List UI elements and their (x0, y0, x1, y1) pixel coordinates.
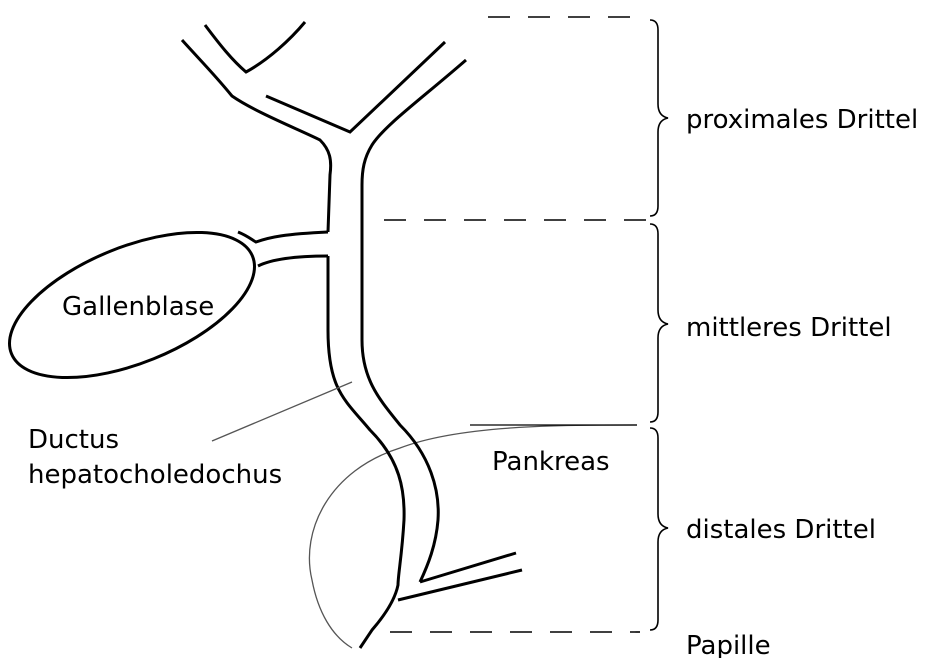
cystic-duct-upper-wall (238, 232, 328, 242)
left-hepatic-duct-outer-wall (182, 40, 331, 232)
gallbladder-label: Gallenblase (62, 292, 214, 322)
segment-distal-label: distales Drittel (686, 515, 876, 545)
right-hepatic-duct-wall (362, 60, 466, 185)
bile-duct-label-line2: hepatocholedochus (28, 460, 282, 490)
papilla-label: Papille (686, 631, 771, 658)
brace-proximal (650, 20, 668, 216)
bile-duct-pointer-line (212, 382, 352, 441)
pancreas-label: Pankreas (492, 447, 610, 477)
left-hepatic-duct-inner-wall (205, 22, 305, 72)
brace-distal (650, 428, 668, 630)
left-hepatic-branch-lower (266, 42, 445, 132)
common-bile-duct-left-wall (328, 256, 404, 648)
pancreatic-duct-upper-wall (420, 553, 516, 582)
segment-middle-label: mittleres Drittel (686, 313, 892, 343)
segment-proximal-label: proximales Drittel (686, 105, 918, 135)
common-bile-duct-right-wall (362, 185, 438, 582)
cystic-duct-lower-wall (258, 256, 328, 266)
bile-duct-label-line1: Ductus (28, 425, 119, 455)
brace-middle (650, 224, 668, 422)
pancreatic-duct-lower-wall (398, 570, 522, 600)
